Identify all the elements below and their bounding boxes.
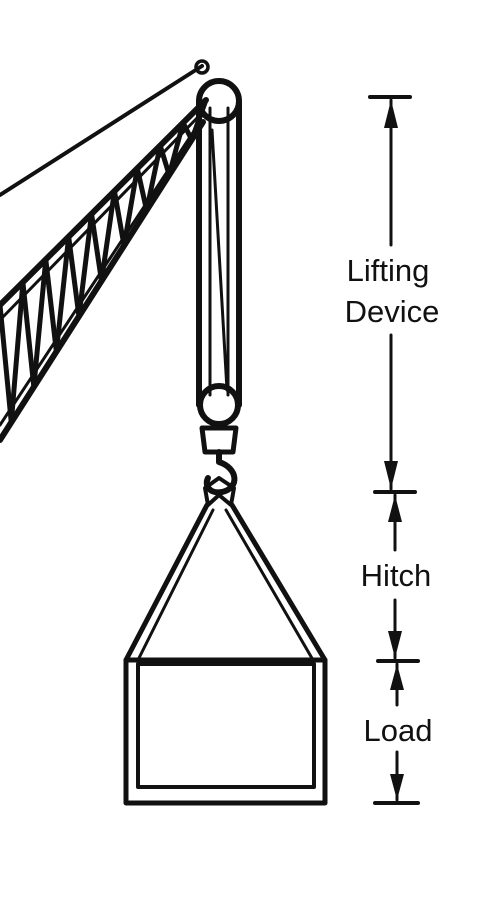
lattice-brace bbox=[134, 165, 150, 213]
lattice-brace bbox=[0, 302, 14, 425]
lattice-brace bbox=[157, 143, 172, 178]
hitch-label: Hitch bbox=[361, 558, 432, 593]
dimension-markers bbox=[368, 95, 420, 805]
lattice-brace bbox=[20, 279, 37, 390]
load-box bbox=[123, 657, 328, 806]
boom-lattice bbox=[0, 97, 209, 425]
down-arrow-icon bbox=[388, 631, 402, 658]
lattice-brace bbox=[43, 256, 59, 355]
up-arrow-icon bbox=[388, 495, 402, 522]
lattice-brace bbox=[8, 279, 26, 425]
lattice-brace bbox=[53, 234, 72, 355]
lattice-brace bbox=[89, 211, 104, 284]
lattice-brace bbox=[166, 120, 186, 178]
down-arrow-icon bbox=[390, 774, 404, 800]
up-arrow-icon bbox=[390, 664, 404, 690]
up-arrow-icon bbox=[384, 100, 398, 128]
lattice-brace bbox=[76, 211, 95, 319]
lattice-brace bbox=[144, 143, 163, 213]
lifting-device bbox=[196, 78, 242, 496]
crane-boom bbox=[0, 59, 210, 443]
lattice-brace bbox=[121, 165, 140, 249]
lifting-device-label-line1: Lifting bbox=[347, 253, 430, 288]
lifting-device-label-line2: Device bbox=[345, 294, 440, 329]
load-label: Load bbox=[364, 713, 433, 748]
lattice-brace bbox=[66, 234, 82, 319]
down-arrow-icon bbox=[384, 461, 398, 489]
lattice-brace bbox=[99, 188, 117, 284]
hitch-sling bbox=[123, 476, 328, 663]
lattice-brace bbox=[111, 188, 127, 249]
lattice-brace bbox=[31, 256, 49, 390]
